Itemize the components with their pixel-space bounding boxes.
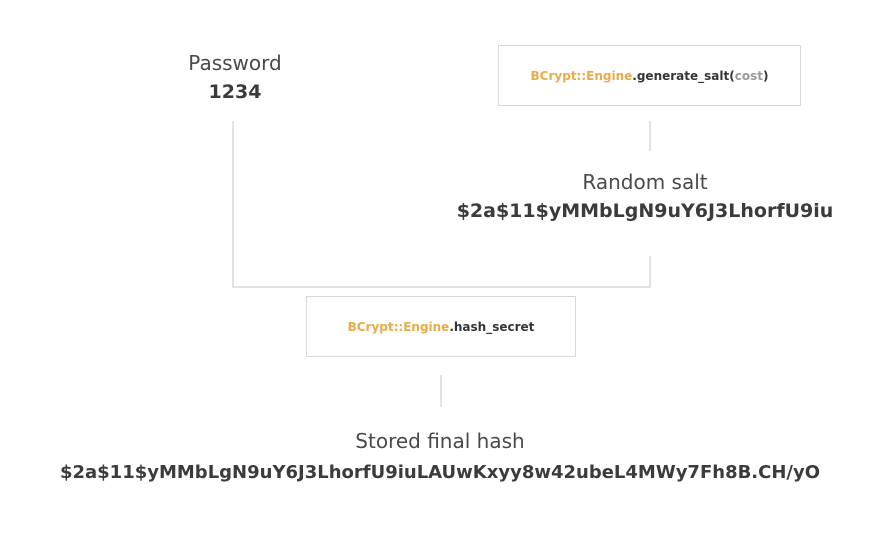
hasher-class-name: BCrypt::Engine (347, 319, 450, 334)
salt-generator-close-paren: ) (762, 68, 769, 83)
random-salt-value: $2a$11$yMMbLgN9uY6J3LhorfU9iu (456, 200, 834, 222)
password-title: Password (188, 51, 282, 75)
hasher-method-name: hash_secret (453, 319, 535, 334)
final-hash-value: $2a$11$yMMbLgN9uY6J3LhorfU9iuLAUwKxyy8w4… (59, 462, 821, 483)
password-block: Password 1234 (160, 52, 310, 103)
random-salt-block: Random salt $2a$11$yMMbLgN9uY6J3LhorfU9i… (440, 171, 850, 222)
final-hash-title: Stored final hash (355, 429, 525, 453)
generate-salt-box: BCrypt::Engine . generate_salt ( cost ) (498, 45, 801, 106)
salt-generator-class-name: BCrypt::Engine (530, 68, 633, 83)
salt-generator-method-name: generate_salt (636, 68, 730, 83)
password-value: 1234 (208, 81, 262, 103)
final-hash-block: Stored final hash $2a$11$yMMbLgN9uY6J3Lh… (20, 430, 860, 483)
hasher-dot: . (449, 319, 454, 334)
hash-secret-box: BCrypt::Engine . hash_secret (306, 296, 576, 357)
salt-generator-dot: . (632, 68, 637, 83)
salt-generator-open-paren: ( (729, 68, 735, 83)
random-salt-title: Random salt (582, 170, 708, 194)
salt-generator-argument: cost (734, 68, 763, 83)
